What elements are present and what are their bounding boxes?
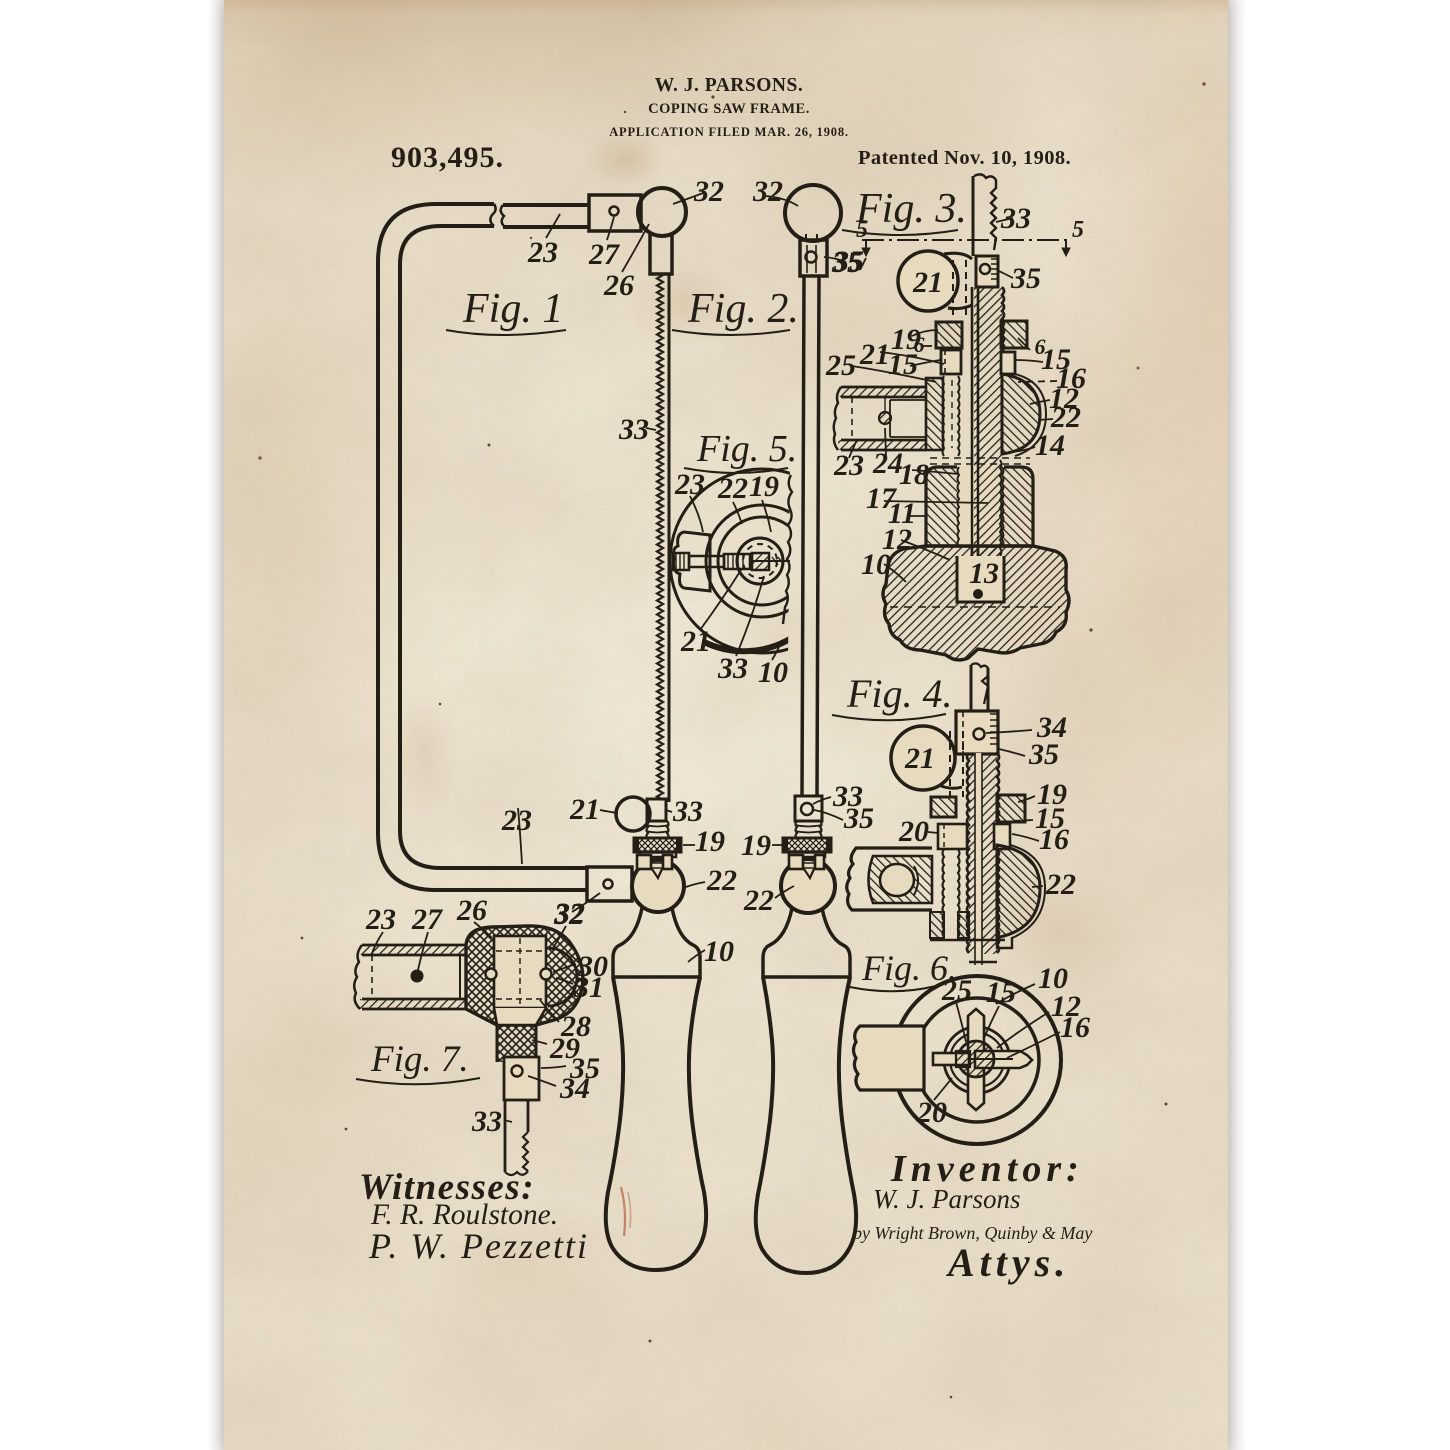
svg-text:35: 35: [833, 245, 864, 278]
svg-text:F. R. Roulstone.: F. R. Roulstone.: [370, 1199, 558, 1231]
svg-text:32: 32: [693, 175, 724, 208]
svg-text:Witnesses:: Witnesses:: [359, 1167, 535, 1208]
svg-text:31: 31: [573, 971, 604, 1004]
svg-text:Fig. 6.: Fig. 6.: [861, 948, 957, 988]
svg-text:10: 10: [861, 548, 891, 581]
svg-text:by Wright Brown, Quinby & May: by Wright Brown, Quinby & May: [853, 1223, 1092, 1243]
svg-text:15: 15: [1041, 343, 1071, 376]
svg-text:23: 23: [365, 903, 396, 936]
svg-text:6: 6: [1035, 334, 1046, 359]
svg-text:35: 35: [569, 1052, 600, 1085]
svg-text:6: 6: [914, 332, 925, 357]
svg-text:26: 26: [456, 894, 487, 927]
svg-text:22: 22: [743, 884, 774, 917]
svg-text:W. J. PARSONS.: W. J. PARSONS.: [655, 75, 803, 96]
svg-text:35: 35: [1028, 738, 1059, 771]
svg-text:Fig. 4.: Fig. 4.: [846, 671, 953, 716]
svg-text:20: 20: [916, 1096, 947, 1129]
svg-text:22: 22: [717, 472, 748, 505]
svg-text:Fig. 5.: Fig. 5.: [696, 428, 797, 470]
svg-text:30: 30: [577, 950, 608, 983]
svg-text:Fig. 1: Fig. 1: [462, 286, 563, 332]
svg-text:25: 25: [825, 349, 856, 382]
svg-text:Fig. 7.: Fig. 7.: [370, 1039, 469, 1080]
svg-text:Patented Nov. 10, 1908.: Patented Nov. 10, 1908.: [858, 147, 1071, 169]
svg-text:19: 19: [891, 323, 921, 356]
svg-text:19: 19: [1037, 778, 1067, 811]
svg-text:10: 10: [758, 656, 788, 689]
svg-text:23: 23: [501, 804, 532, 837]
svg-text:COPING SAW FRAME.: COPING SAW FRAME.: [648, 101, 810, 117]
svg-text:14: 14: [1035, 429, 1065, 462]
svg-text:Fig. 3.: Fig. 3.: [855, 186, 967, 232]
svg-text:5: 5: [1072, 217, 1084, 243]
svg-text:5: 5: [856, 217, 868, 243]
svg-text:21: 21: [904, 742, 935, 775]
svg-text:33: 33: [618, 413, 649, 446]
svg-text:32: 32: [752, 175, 783, 208]
svg-text:19: 19: [749, 470, 779, 503]
svg-text:21: 21: [680, 625, 711, 658]
svg-text:33: 33: [1000, 202, 1031, 235]
svg-text:Attys.: Attys.: [945, 1240, 1070, 1285]
svg-text:23: 23: [833, 449, 864, 482]
svg-text:22: 22: [1045, 868, 1076, 901]
svg-text:22: 22: [706, 864, 737, 897]
svg-text:18: 18: [899, 458, 929, 491]
svg-text:35: 35: [843, 802, 874, 835]
svg-text:29: 29: [549, 1032, 580, 1065]
svg-text:19: 19: [741, 829, 771, 862]
svg-text:Inventor:: Inventor:: [890, 1148, 1084, 1190]
svg-text:23: 23: [674, 468, 705, 501]
svg-text:11: 11: [888, 497, 916, 530]
svg-text:13: 13: [969, 557, 999, 590]
svg-text:21: 21: [859, 338, 890, 371]
svg-text:22: 22: [1050, 401, 1081, 434]
svg-text:W. J. Parsons: W. J. Parsons: [873, 1184, 1021, 1214]
svg-text:23: 23: [527, 236, 558, 269]
svg-text:15: 15: [888, 348, 918, 381]
svg-text:33: 33: [717, 652, 748, 685]
svg-text:P. W. Pezzetti: P. W. Pezzetti: [368, 1226, 589, 1266]
svg-text:33: 33: [471, 1105, 502, 1138]
svg-text:10: 10: [1038, 962, 1068, 995]
svg-text:Fig. 2.: Fig. 2.: [687, 286, 799, 332]
svg-text:12: 12: [1049, 382, 1079, 415]
svg-text:27: 27: [411, 903, 443, 936]
svg-text:12: 12: [1051, 990, 1081, 1023]
svg-text:17: 17: [866, 482, 897, 515]
svg-text:15: 15: [1035, 802, 1065, 835]
svg-text:32: 32: [553, 898, 584, 931]
svg-text:APPLICATION FILED MAR. 26, 190: APPLICATION FILED MAR. 26, 1908.: [609, 125, 849, 139]
svg-text:20: 20: [898, 815, 929, 848]
svg-text:19: 19: [695, 825, 725, 858]
svg-text:33: 33: [672, 795, 703, 828]
svg-text:21: 21: [912, 266, 943, 299]
svg-text:27: 27: [588, 238, 620, 271]
svg-text:28: 28: [560, 1010, 591, 1043]
svg-text:12: 12: [882, 523, 912, 556]
svg-text:16: 16: [1056, 362, 1086, 395]
svg-text:35: 35: [831, 246, 862, 279]
svg-text:10: 10: [704, 935, 734, 968]
svg-text:21: 21: [569, 793, 600, 826]
svg-text:26: 26: [603, 269, 634, 302]
svg-text:34: 34: [559, 1072, 590, 1105]
svg-text:32: 32: [554, 897, 585, 930]
svg-text:34: 34: [1036, 711, 1067, 744]
svg-text:24: 24: [872, 447, 903, 480]
svg-text:25: 25: [941, 974, 972, 1007]
svg-text:16: 16: [1039, 823, 1069, 856]
svg-text:33: 33: [832, 780, 863, 813]
svg-text:16: 16: [1060, 1011, 1090, 1044]
svg-text:35: 35: [1010, 262, 1041, 295]
svg-text:903,495.: 903,495.: [391, 141, 504, 174]
svg-text:15: 15: [986, 976, 1016, 1009]
